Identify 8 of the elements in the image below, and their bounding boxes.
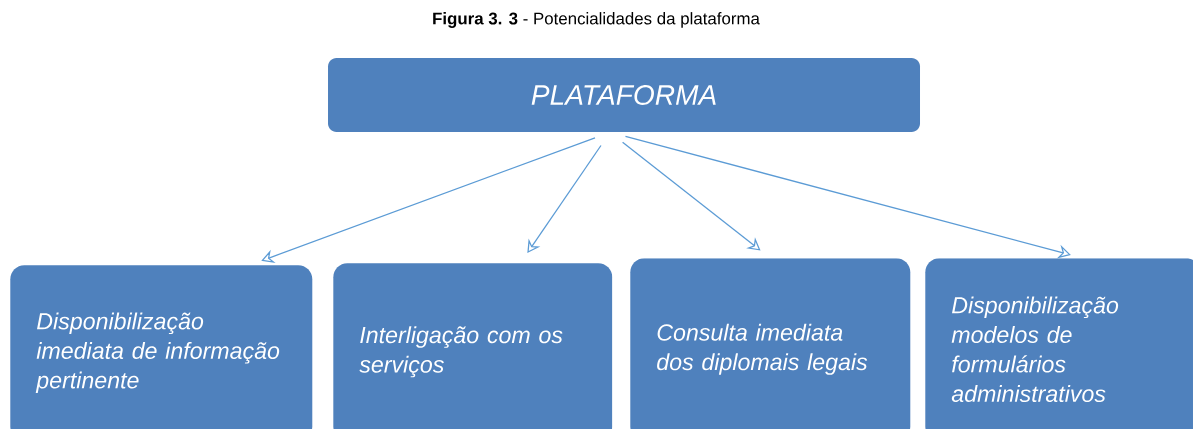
- arrow: [621, 141, 761, 251]
- platform-box: PLATAFORMA: [328, 58, 920, 132]
- figure-title: Figura 3. 3 - Potencialidades da plataforma: [433, 12, 760, 28]
- feature-box: Disponibilização imediata de informação pertinente: [10, 265, 313, 429]
- feature-box: Disponibilização modelos de formulários administrativos: [925, 258, 1193, 429]
- feature-box: Consulta imediata dos diplomais legais: [630, 258, 911, 429]
- arrow: [261, 137, 596, 264]
- feature-box: Interligação com os serviços: [333, 263, 613, 429]
